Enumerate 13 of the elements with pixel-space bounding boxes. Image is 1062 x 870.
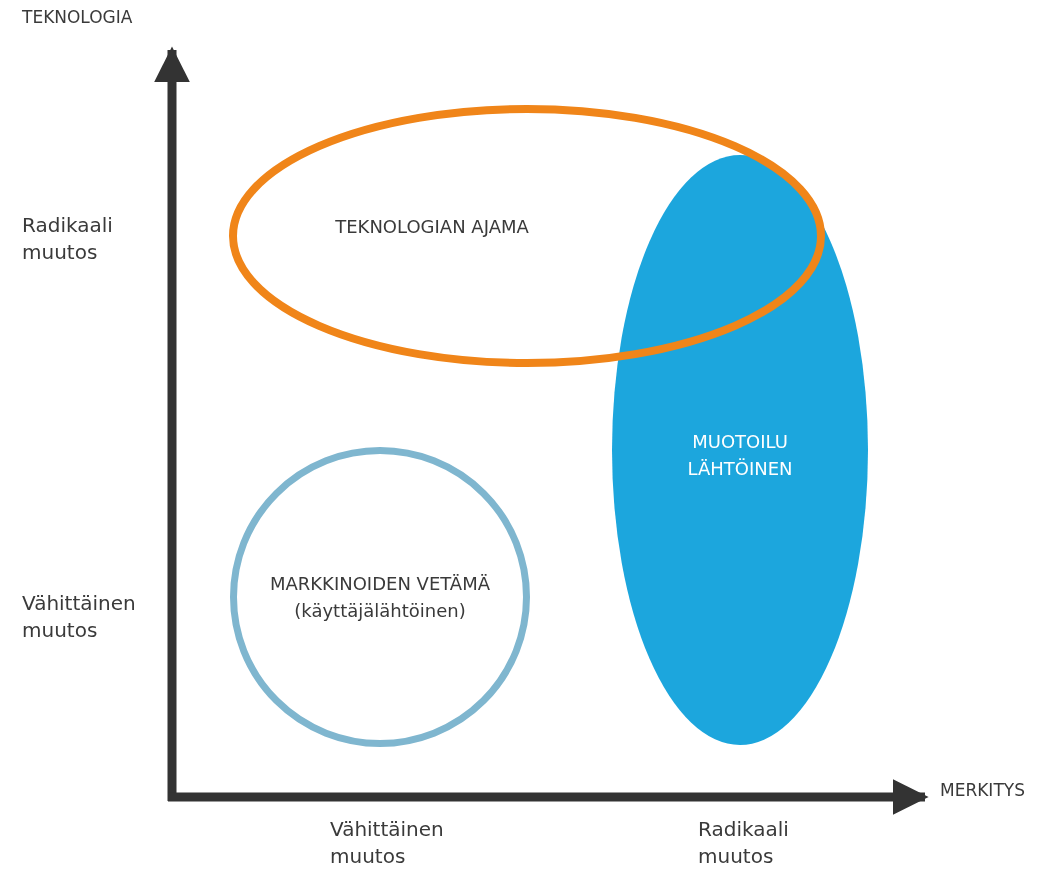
region-label: MARKKINOIDEN VETÄMÄ [269,572,491,596]
axis-tick-label: Vähittäinen muutos [22,590,137,644]
ellipse-region [229,105,825,367]
region-label: MUOTOILU LÄHTÖINEN [686,430,794,481]
axis-tick-label: Radikaali muutos [22,212,114,266]
axis-tick-label: Radikaali muutos [698,816,790,870]
ellipse-region [230,447,530,747]
region-label: (käyttäjälähtöinen) [294,599,466,623]
axis-title: MERKITYS [940,779,1025,802]
region-label: TEKNOLOGIAN AJAMA [335,214,529,239]
axis-title: TEKNOLOGIA [22,6,133,29]
ellipse-region [612,155,868,745]
axis-tick-label: Vähittäinen muutos [330,816,445,870]
